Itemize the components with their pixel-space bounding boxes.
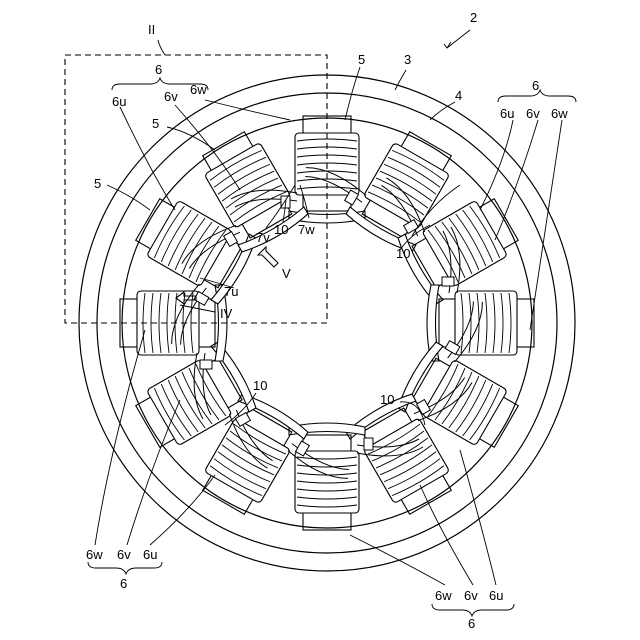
coil-winding (363, 142, 449, 228)
label-6u-topleft: 6u (112, 94, 126, 109)
label-6u-topright: 6u (500, 106, 514, 121)
label-section-iv: IV (220, 306, 233, 321)
view-arrow-v (258, 247, 278, 267)
label-6-bottomright: 6 (468, 616, 475, 631)
label-detail-ii: II (148, 22, 155, 37)
label-10-a: 10 (274, 222, 288, 237)
label-7u: 7u (224, 284, 238, 299)
coil-winding (455, 291, 517, 355)
stator-tooth (427, 285, 534, 361)
label-6w-topright: 6w (551, 106, 568, 121)
label-6w-topleft: 6w (190, 82, 207, 97)
connector-10 (200, 360, 212, 369)
label-7w: 7w (298, 222, 315, 237)
label-5-top: 5 (358, 52, 365, 67)
label-fig-2: 2 (470, 10, 477, 25)
label-6-topright: 6 (532, 78, 539, 93)
label-6w-bottomleft: 6w (86, 547, 103, 562)
label-6u-bottomleft: 6u (143, 547, 157, 562)
label-3: 3 (404, 52, 411, 67)
label-view-v: V (282, 266, 291, 281)
label-5-upper-left: 5 (152, 116, 159, 131)
label-7v: 7v (256, 230, 270, 245)
label-10-c: 10 (253, 378, 267, 393)
coil-winding (204, 418, 290, 504)
connector-10 (364, 438, 373, 450)
coil-winding (146, 200, 232, 286)
coil-winding (295, 451, 359, 513)
label-10-d: 10 (380, 392, 394, 407)
label-5-left: 5 (94, 176, 101, 191)
label-6v-bottomleft: 6v (117, 547, 131, 562)
coil-winding (204, 142, 290, 228)
connector-10 (442, 277, 454, 286)
label-6-topleft: 6 (155, 62, 162, 77)
coil-winding (146, 359, 232, 445)
label-6v-topright: 6v (526, 106, 540, 121)
label-6u-bottomright: 6u (489, 588, 503, 603)
label-6-bottomleft: 6 (120, 576, 127, 591)
label-10-b: 10 (396, 246, 410, 261)
coil-winding (363, 418, 449, 504)
stator-tooth (289, 423, 365, 530)
coil-winding (422, 200, 508, 286)
label-6v-bottomright: 6v (464, 588, 478, 603)
label-4: 4 (455, 88, 462, 103)
label-6w-bottomright: 6w (435, 588, 452, 603)
label-6v-topleft: 6v (164, 89, 178, 104)
coil-winding (422, 359, 508, 445)
